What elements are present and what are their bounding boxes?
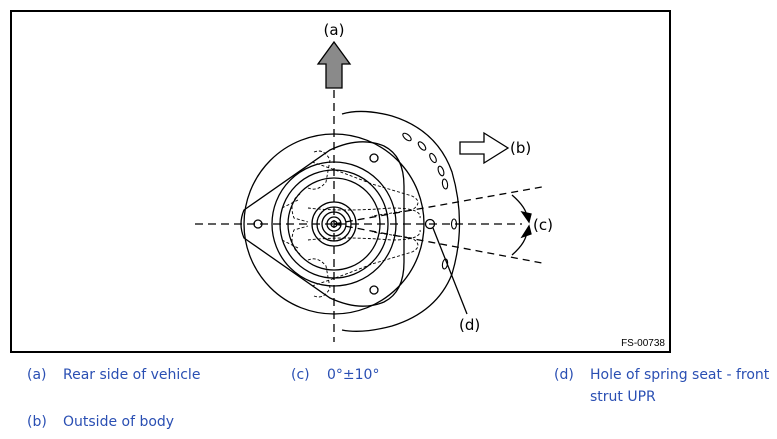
legend-text: Outside of body: [63, 414, 175, 430]
angle-arrowhead-upper: [520, 211, 532, 224]
leader-line-d: [432, 227, 468, 315]
callout-c: (c): [533, 216, 553, 234]
spring-seat-hole: [424, 218, 436, 230]
outer-housing: [341, 110, 461, 332]
figure-id: FS-00738: [621, 338, 665, 349]
legend-key: (d): [554, 367, 574, 383]
plate-hole-top: [369, 153, 379, 163]
legend-item-c: (c) 0°±10°: [291, 364, 491, 386]
legend-text: Rear side of vehicle: [63, 367, 201, 383]
legend-text: 0°±10°: [327, 367, 380, 383]
arrow-a-rear: [316, 40, 352, 89]
callout-d: (d): [459, 316, 480, 334]
hidden-spring-seat-details: [281, 150, 421, 298]
legend-key: (c): [291, 367, 310, 383]
legend-key: (b): [27, 414, 47, 430]
legend-item-b: (b) Outside of body: [27, 411, 277, 433]
outer-mount-circle: [243, 133, 425, 315]
angle-line-upper: [333, 186, 543, 225]
callout-b: (b): [510, 139, 531, 157]
plate-hole-left: [253, 219, 263, 229]
diagram-frame: (a) (b) (c) (d) FS-00738: [10, 10, 671, 353]
center-nut: [311, 201, 357, 247]
legend-item-a: (a) Rear side of vehicle: [27, 364, 277, 386]
inner-ring-outer: [271, 161, 397, 287]
triangle-plate: [240, 141, 405, 307]
housing-slots: [402, 132, 458, 270]
callout-a: (a): [324, 21, 345, 39]
arrow-b-outside: [459, 131, 510, 165]
legend-text: Hole of spring seat - front strut UPR: [590, 367, 770, 405]
angle-arrowhead-lower: [520, 224, 532, 239]
legend-item-d: (d) Hole of spring seat - front strut UP…: [554, 364, 774, 412]
legend-key: (a): [27, 367, 47, 383]
inner-ring-middle: [279, 169, 389, 279]
strut-mount-diagram: (a) (b) (c) (d): [195, 21, 553, 342]
plate-hole-bottom: [369, 285, 379, 295]
inner-ring-third: [287, 177, 381, 271]
